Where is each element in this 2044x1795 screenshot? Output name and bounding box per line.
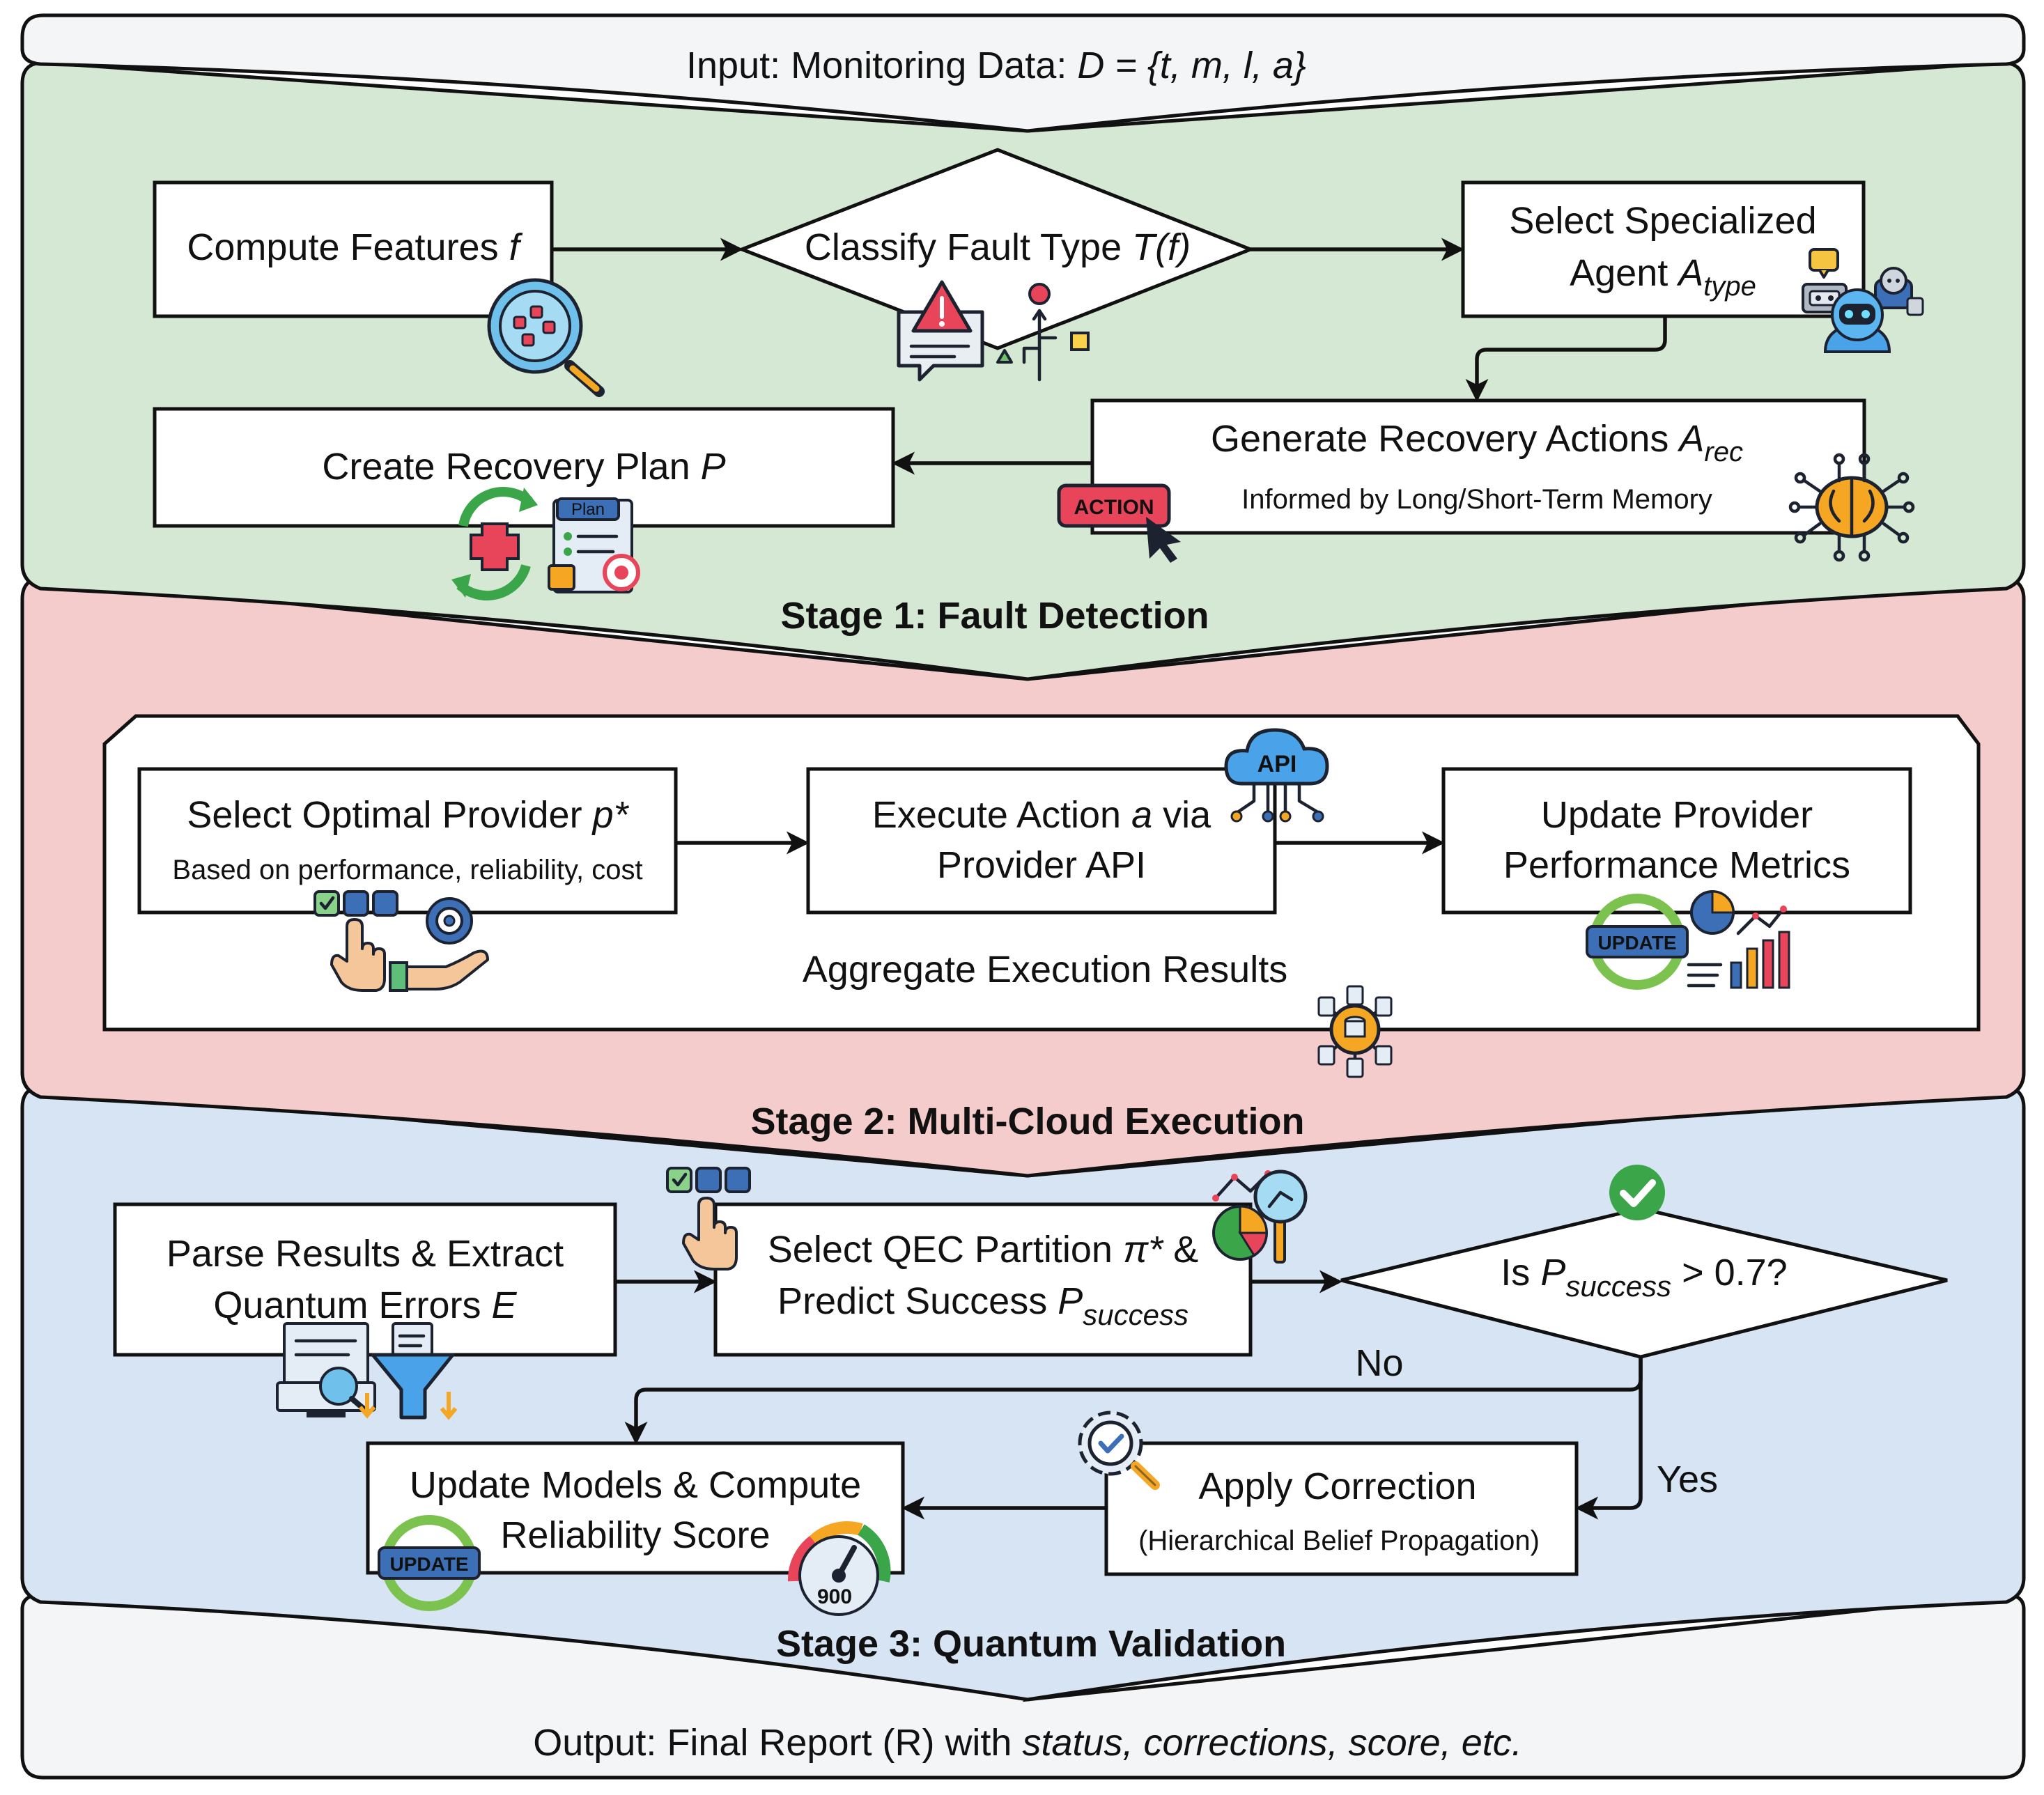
model-update-badge: UPDATE: [389, 1553, 468, 1575]
select-provider-box: [137, 767, 678, 915]
execute-action-line2: Provider API: [937, 844, 1146, 886]
success-decision-diamond: [1340, 1206, 1948, 1359]
metrics-update-badge: UPDATE: [1597, 932, 1676, 954]
gear-check-icon: [1078, 1411, 1160, 1490]
select-provider-note: Based on performance, reliability, cost: [172, 855, 642, 885]
stage1-band: [20, 61, 2026, 681]
select-provider-label: Select Optimal Provider p*: [187, 794, 629, 836]
brain-circuit-icon: [1788, 453, 1915, 562]
warning-message-icon: [897, 280, 984, 382]
no-label: No: [1355, 1342, 1403, 1384]
update-metrics-line2: Performance Metrics: [1503, 844, 1850, 886]
update-models-line1: Update Models & Compute: [410, 1464, 861, 1506]
metrics-update-icon: UPDATE: [1586, 890, 1790, 990]
select-qec-box: [713, 1202, 1253, 1357]
classify-fault-label: Classify Fault Type T(f): [805, 226, 1191, 268]
api-cloud-icon: API: [1224, 728, 1329, 823]
update-models-line2: Reliability Score: [500, 1514, 770, 1556]
arrow-yes-to-apply-correction: [1575, 1357, 1643, 1520]
parse-results-line1: Parse Results & Extract: [167, 1233, 564, 1275]
input-band: [20, 13, 2026, 133]
generate-actions-label: Generate Recovery Actions Arec: [1211, 418, 1743, 467]
create-plan-label: Create Recovery Plan P: [322, 446, 725, 488]
select-qec-line2: Predict Success Psuccess: [777, 1280, 1189, 1331]
gauge-value: 900: [817, 1585, 852, 1608]
select-agent-line1: Select Specialized: [1509, 200, 1816, 242]
plan-badge-text: Plan: [571, 500, 605, 519]
parse-results-box: [113, 1202, 617, 1357]
update-metrics-line1: Update Provider: [1541, 794, 1813, 836]
aggregation-network-icon: [1317, 985, 1393, 1078]
success-decision-label: Is Psuccess > 0.7?: [1501, 1252, 1787, 1303]
stage1-title: Stage 1: Fault Detection: [780, 595, 1209, 637]
input-label: Input: Monitoring Data: D = {t, m, l, a}: [686, 45, 1306, 86]
api-badge-text: API: [1257, 751, 1297, 777]
arrow-agent-to-generate: [1465, 316, 1667, 402]
reliability-gauge-icon: 900: [787, 1521, 891, 1616]
aggregate-label: Aggregate Execution Results: [803, 949, 1287, 990]
recovery-plan-icon: Plan: [451, 487, 640, 601]
yes-label: Yes: [1657, 1459, 1718, 1500]
parse-extract-icon: [276, 1322, 458, 1420]
analytics-magnifier-icon: [1212, 1170, 1308, 1264]
model-update-icon: UPDATE: [378, 1515, 481, 1611]
check-circle-icon: [1609, 1165, 1665, 1220]
decision-paths-icon: [996, 283, 1090, 382]
generate-actions-box: [1090, 398, 1866, 535]
select-qec-line1: Select QEC Partition π* &: [768, 1229, 1198, 1271]
compute-features-label: Compute Features f: [187, 226, 522, 268]
output-label: Output: Final Report (R) with status, co…: [533, 1722, 1522, 1764]
action-badge-text: ACTION: [1074, 496, 1154, 519]
magnifier-icon: [487, 278, 605, 397]
stage3-title: Stage 3: Quantum Validation: [776, 1623, 1286, 1665]
apply-correction-line1: Apply Correction: [1198, 1466, 1476, 1507]
execute-action-line1: Execute Action a via: [872, 794, 1211, 836]
action-cursor-icon: ACTION: [1057, 483, 1181, 563]
robot-agents-icon: [1802, 248, 1924, 353]
parse-results-line2: Quantum Errors E: [213, 1284, 517, 1326]
execute-action-box: [806, 767, 1277, 915]
update-metrics-box: [1441, 767, 1912, 915]
stage2-title: Stage 2: Multi-Cloud Execution: [750, 1101, 1304, 1142]
select-agent-line2: Agent Atype: [1570, 252, 1756, 302]
qec-select-icon: [666, 1167, 751, 1271]
memory-note: Informed by Long/Short-Term Memory: [1241, 484, 1712, 515]
provider-select-icon: [313, 890, 489, 992]
apply-correction-line2: (Hierarchical Belief Propagation): [1138, 1525, 1540, 1556]
compute-features-box: [153, 180, 554, 318]
